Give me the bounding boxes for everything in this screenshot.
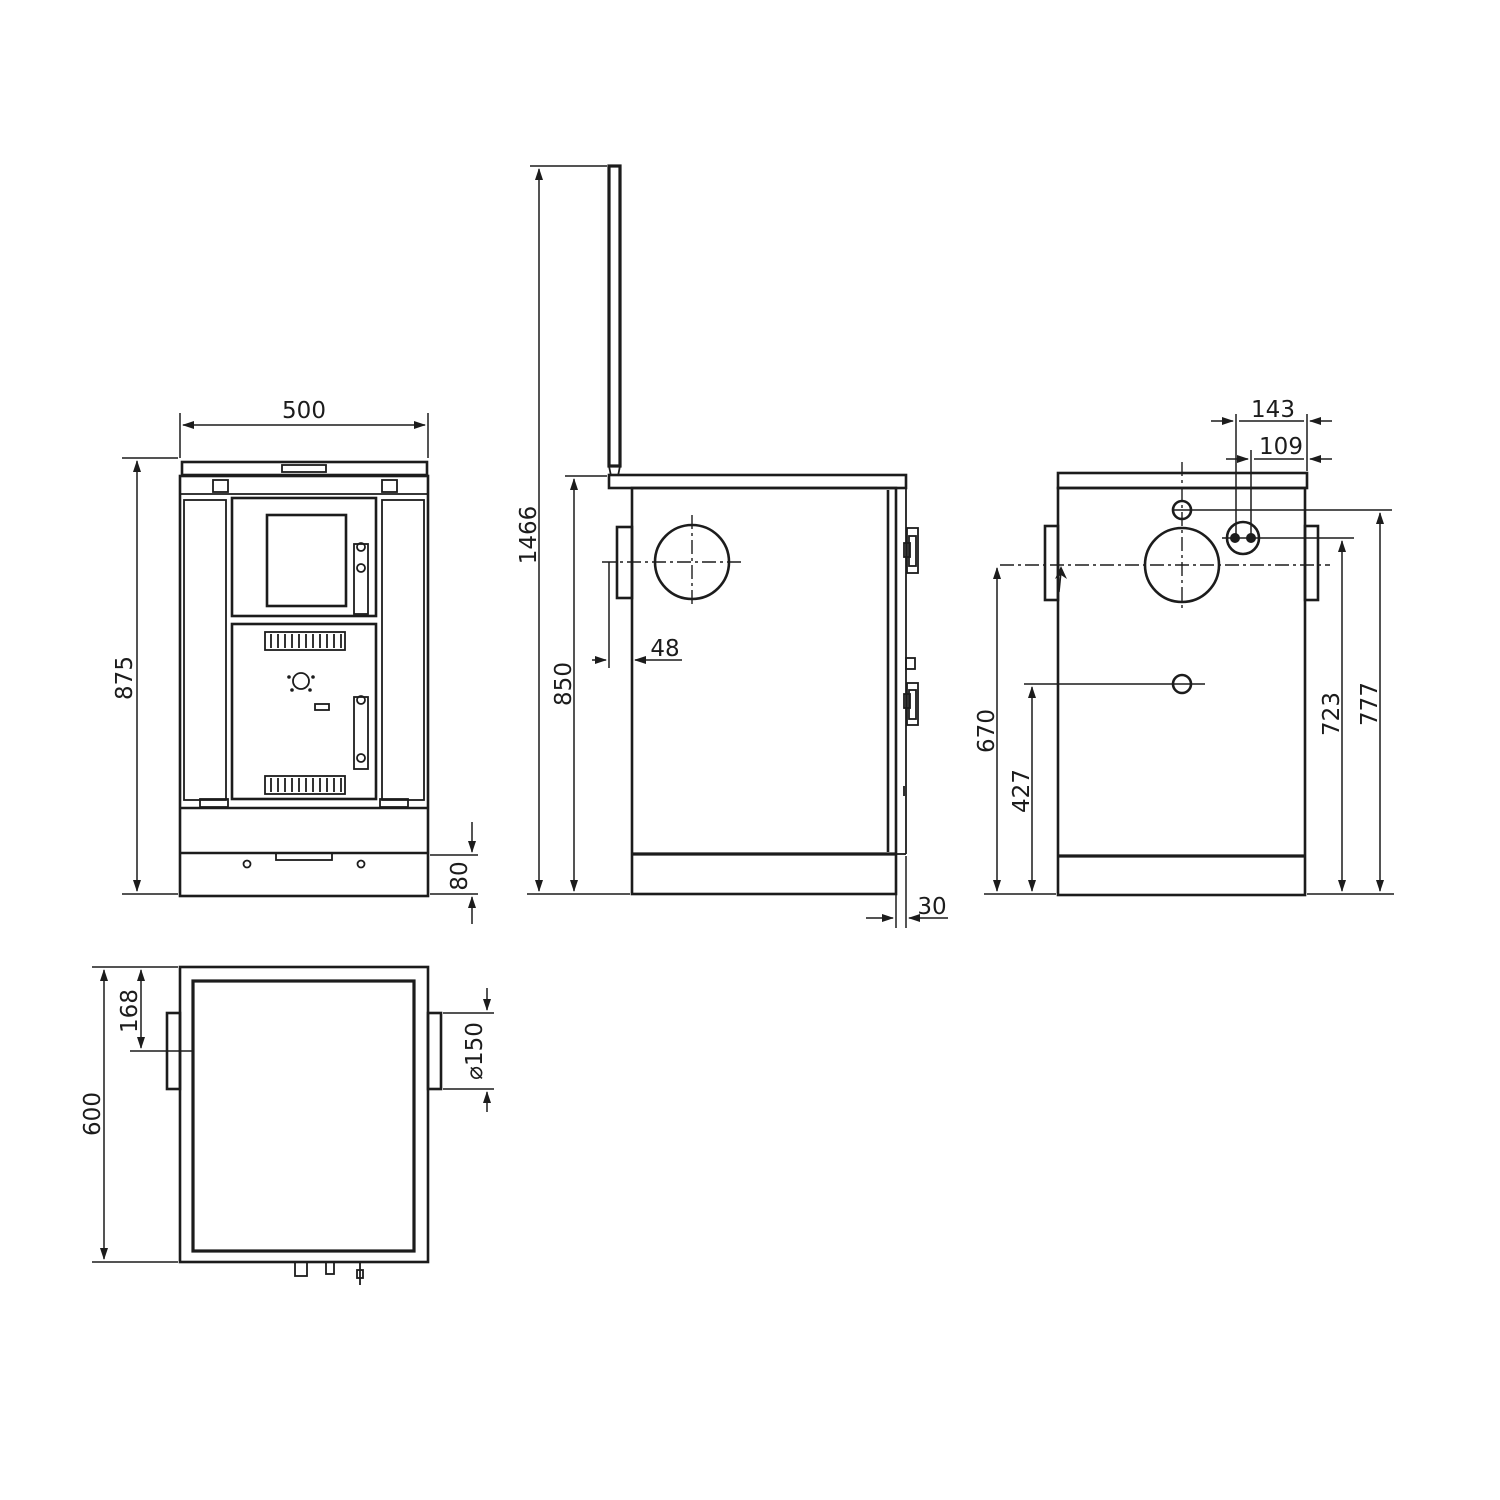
dim-front-height: 875 [112, 656, 138, 700]
top-dimensions: 600 168 ⌀150 [80, 966, 494, 1263]
dim-rear-flue-height: 670 [974, 709, 1000, 753]
dim-front-width: 500 [282, 398, 326, 424]
dim-rear-upper-height: 723 [1319, 692, 1345, 736]
dim-top-flue-diameter: ⌀150 [462, 1022, 488, 1080]
dim-rear-offset-inner: 109 [1259, 434, 1303, 460]
side-dimensions: 1466 850 48 30 [516, 165, 948, 928]
front-dimensions: 500 875 80 [112, 398, 478, 924]
dim-front-plinth: 80 [447, 861, 473, 890]
dim-side-height: 850 [551, 662, 577, 706]
dim-side-total-height: 1466 [516, 506, 542, 565]
side-view [602, 164, 919, 896]
dim-rear-lower-height: 427 [1009, 769, 1035, 813]
dim-side-flue-offset: 48 [650, 636, 679, 662]
dim-top-flue-offset: 168 [117, 989, 143, 1033]
rear-dimensions: 143 109 670 427 723 777 [974, 397, 1394, 895]
dim-rear-offset-outer: 143 [1251, 397, 1295, 423]
dim-side-door-depth: 30 [917, 894, 946, 920]
dim-top-depth: 600 [80, 1092, 106, 1136]
rear-view [1000, 462, 1392, 897]
dim-rear-top-height: 777 [1357, 682, 1383, 726]
top-view [165, 965, 443, 1285]
front-view [178, 460, 430, 898]
